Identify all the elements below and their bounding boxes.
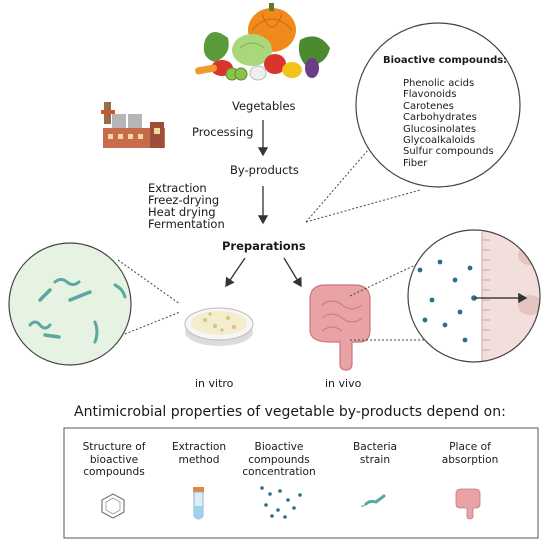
factor-label-line: bioactive bbox=[89, 453, 139, 466]
intestine-illustration bbox=[309, 284, 371, 371]
label-processing: Processing bbox=[192, 125, 254, 139]
bioactive-item: Fiber bbox=[403, 157, 428, 169]
label-preparations: Preparations bbox=[222, 239, 306, 253]
bioactive-bubble bbox=[305, 22, 521, 223]
benzene-ring-icon bbox=[101, 493, 125, 519]
bioactive-item: Glycoalkaloids bbox=[403, 135, 475, 147]
factor-label-line: method bbox=[178, 453, 220, 466]
bioactive-item: Glucosinolates bbox=[403, 123, 477, 135]
label-by-products: By-products bbox=[230, 163, 299, 177]
factor-concentration: Bioactive compounds concentration bbox=[236, 441, 322, 479]
in-vivo-microscope bbox=[349, 229, 541, 363]
bioactive-list: Phenolic acids Flavonoids Carotenes Carb… bbox=[403, 78, 494, 169]
factor-label-line: Extraction bbox=[171, 441, 227, 453]
test-tube-icon bbox=[193, 487, 204, 520]
bioactive-item: Carbohydrates bbox=[403, 112, 477, 124]
factor-bacteria: Bacteria strain bbox=[340, 441, 410, 466]
label-vegetables: Vegetables bbox=[232, 99, 296, 113]
factor-label-line: Place of bbox=[449, 441, 491, 453]
factor-label-line: absorption bbox=[441, 453, 499, 466]
method-item: Freez-drying bbox=[148, 193, 220, 207]
methods-list: Extraction Freez-drying Heat drying Ferm… bbox=[148, 182, 225, 230]
factor-label-line: compounds bbox=[83, 466, 145, 478]
vegetables-illustration bbox=[195, 3, 330, 81]
factor-label-line: compounds bbox=[248, 453, 310, 466]
in-vitro-microscope bbox=[8, 242, 181, 366]
factor-label-line: concentration bbox=[242, 466, 316, 478]
factors-box bbox=[63, 427, 539, 539]
method-item: Extraction bbox=[148, 181, 207, 195]
method-item: Fermentation bbox=[148, 217, 225, 231]
bioactive-title: Bioactive compounds: bbox=[383, 55, 508, 66]
label-in-vivo: in vivo bbox=[325, 377, 362, 390]
method-item: Heat drying bbox=[148, 205, 216, 219]
bioactive-item: Flavonoids bbox=[403, 89, 457, 101]
intestine-icon bbox=[455, 488, 481, 520]
factor-label-line: Bacteria bbox=[352, 441, 398, 453]
factor-extraction: Extraction method bbox=[161, 441, 237, 466]
flow-arrows bbox=[225, 120, 302, 288]
bioactive-item: Phenolic acids bbox=[403, 78, 475, 89]
label-in-vitro: in vitro bbox=[195, 377, 234, 390]
dots-icon bbox=[260, 486, 302, 519]
factor-label-line: Structure of bbox=[82, 441, 146, 453]
factor-label-line: Bioactive bbox=[254, 441, 304, 453]
factor-place: Place of absorption bbox=[430, 441, 510, 466]
factor-label-line: strain bbox=[359, 453, 391, 466]
factory-illustration bbox=[101, 102, 165, 148]
bacterium-icon bbox=[360, 494, 386, 507]
factors-title: Antimicrobial properties of vegetable by… bbox=[74, 404, 506, 420]
bioactive-item: Sulfur compounds bbox=[403, 146, 494, 158]
petri-dish-icon bbox=[184, 307, 254, 346]
bioactive-item: Carotenes bbox=[403, 100, 454, 112]
factor-structure: Structure of bioactive compounds bbox=[68, 441, 160, 479]
